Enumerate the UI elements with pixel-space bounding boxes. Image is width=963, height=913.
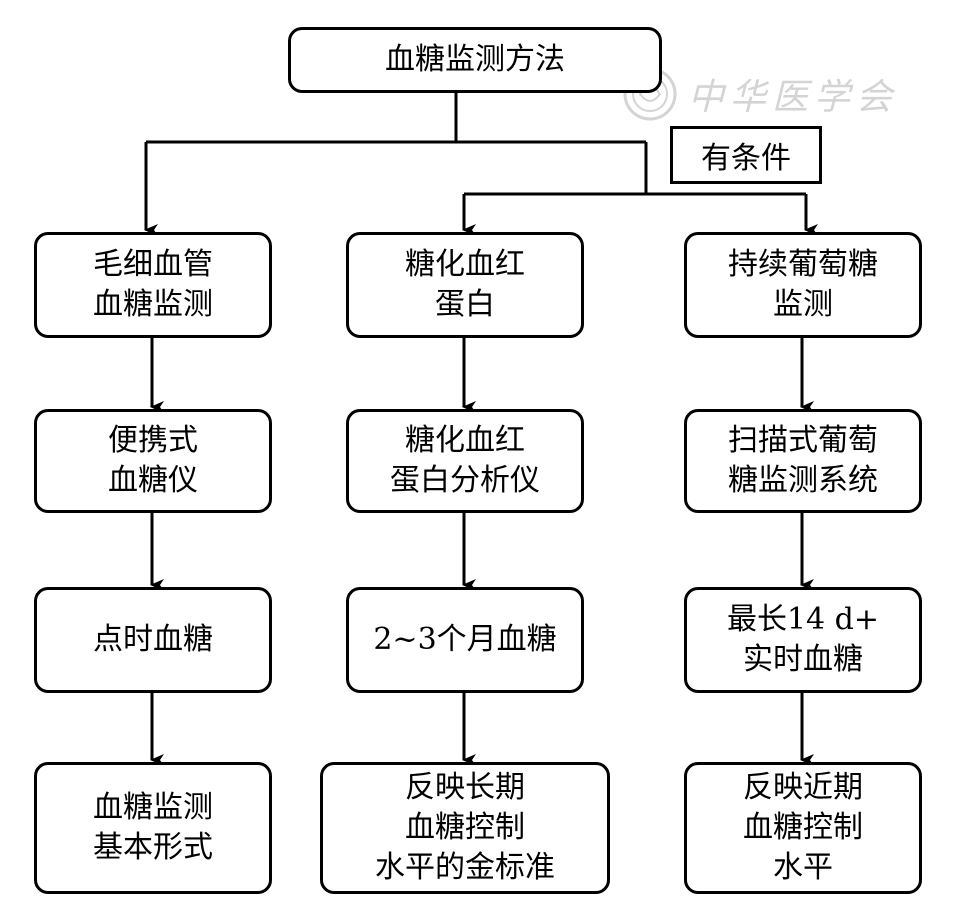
- watermark-text: 中华医学会: [688, 77, 899, 118]
- node-text-line: 监测: [773, 287, 833, 322]
- node-text-line: 便携式: [108, 423, 198, 458]
- node-flash-cgm-system: 扫描式葡萄 糖监测系统: [684, 409, 922, 513]
- node-text-line: 血糖监测: [93, 287, 213, 322]
- node-text-line: 血糖仪: [108, 463, 198, 498]
- node-capillary-monitoring: 毛细血管 血糖监测: [34, 232, 272, 338]
- node-cgm: 持续葡萄糖 监测: [684, 232, 922, 338]
- node-text-line: 实时血糖: [743, 642, 863, 677]
- node-text-line: 最长14 d+: [726, 602, 880, 637]
- node-text-line: 毛细血管: [93, 247, 213, 282]
- watermark: 中华医学会: [622, 66, 898, 122]
- node-text-line: 糖化血红: [405, 423, 525, 458]
- node-basic-form: 血糖监测 基本形式: [34, 762, 272, 894]
- condition-label: 有条件: [701, 141, 791, 176]
- node-text-line: 反映近期: [743, 770, 863, 805]
- node-text-line: 点时血糖: [93, 622, 213, 657]
- node-text-line: 扫描式葡萄: [728, 423, 878, 458]
- node-text-line: 基本形式: [93, 830, 213, 865]
- root-node: 血糖监测方法: [288, 27, 662, 93]
- node-text-line: 反映长期: [405, 770, 525, 805]
- node-text-line: 持续葡萄糖: [728, 247, 878, 282]
- node-text-line: 血糖控制: [743, 810, 863, 845]
- node-2-3-month-glucose: 2~3个月血糖: [346, 587, 584, 693]
- node-point-glucose: 点时血糖: [34, 587, 272, 693]
- node-hba1c: 糖化血红 蛋白: [346, 232, 584, 338]
- node-short-term-control: 反映近期 血糖控制 水平: [684, 762, 922, 894]
- node-text-line: 水平的金标准: [375, 850, 555, 885]
- node-14d-realtime: 最长14 d+ 实时血糖: [684, 587, 922, 693]
- node-text-line: 血糖监测: [93, 790, 213, 825]
- node-text-line: 2~3个月血糖: [373, 622, 557, 657]
- node-hba1c-analyzer: 糖化血红 蛋白分析仪: [346, 409, 584, 513]
- node-text-line: 血糖控制: [405, 810, 525, 845]
- node-long-term-gold-standard: 反映长期 血糖控制 水平的金标准: [320, 762, 610, 894]
- node-text-line: 蛋白: [435, 287, 495, 322]
- node-text-line: 糖化血红: [405, 247, 525, 282]
- node-portable-meter: 便携式 血糖仪: [34, 409, 272, 513]
- node-text-line: 蛋白分析仪: [390, 463, 540, 498]
- node-text-line: 水平: [773, 850, 833, 885]
- root-label: 血糖监测方法: [385, 42, 565, 77]
- node-text-line: 糖监测系统: [728, 463, 878, 498]
- condition-box: 有条件: [670, 126, 822, 184]
